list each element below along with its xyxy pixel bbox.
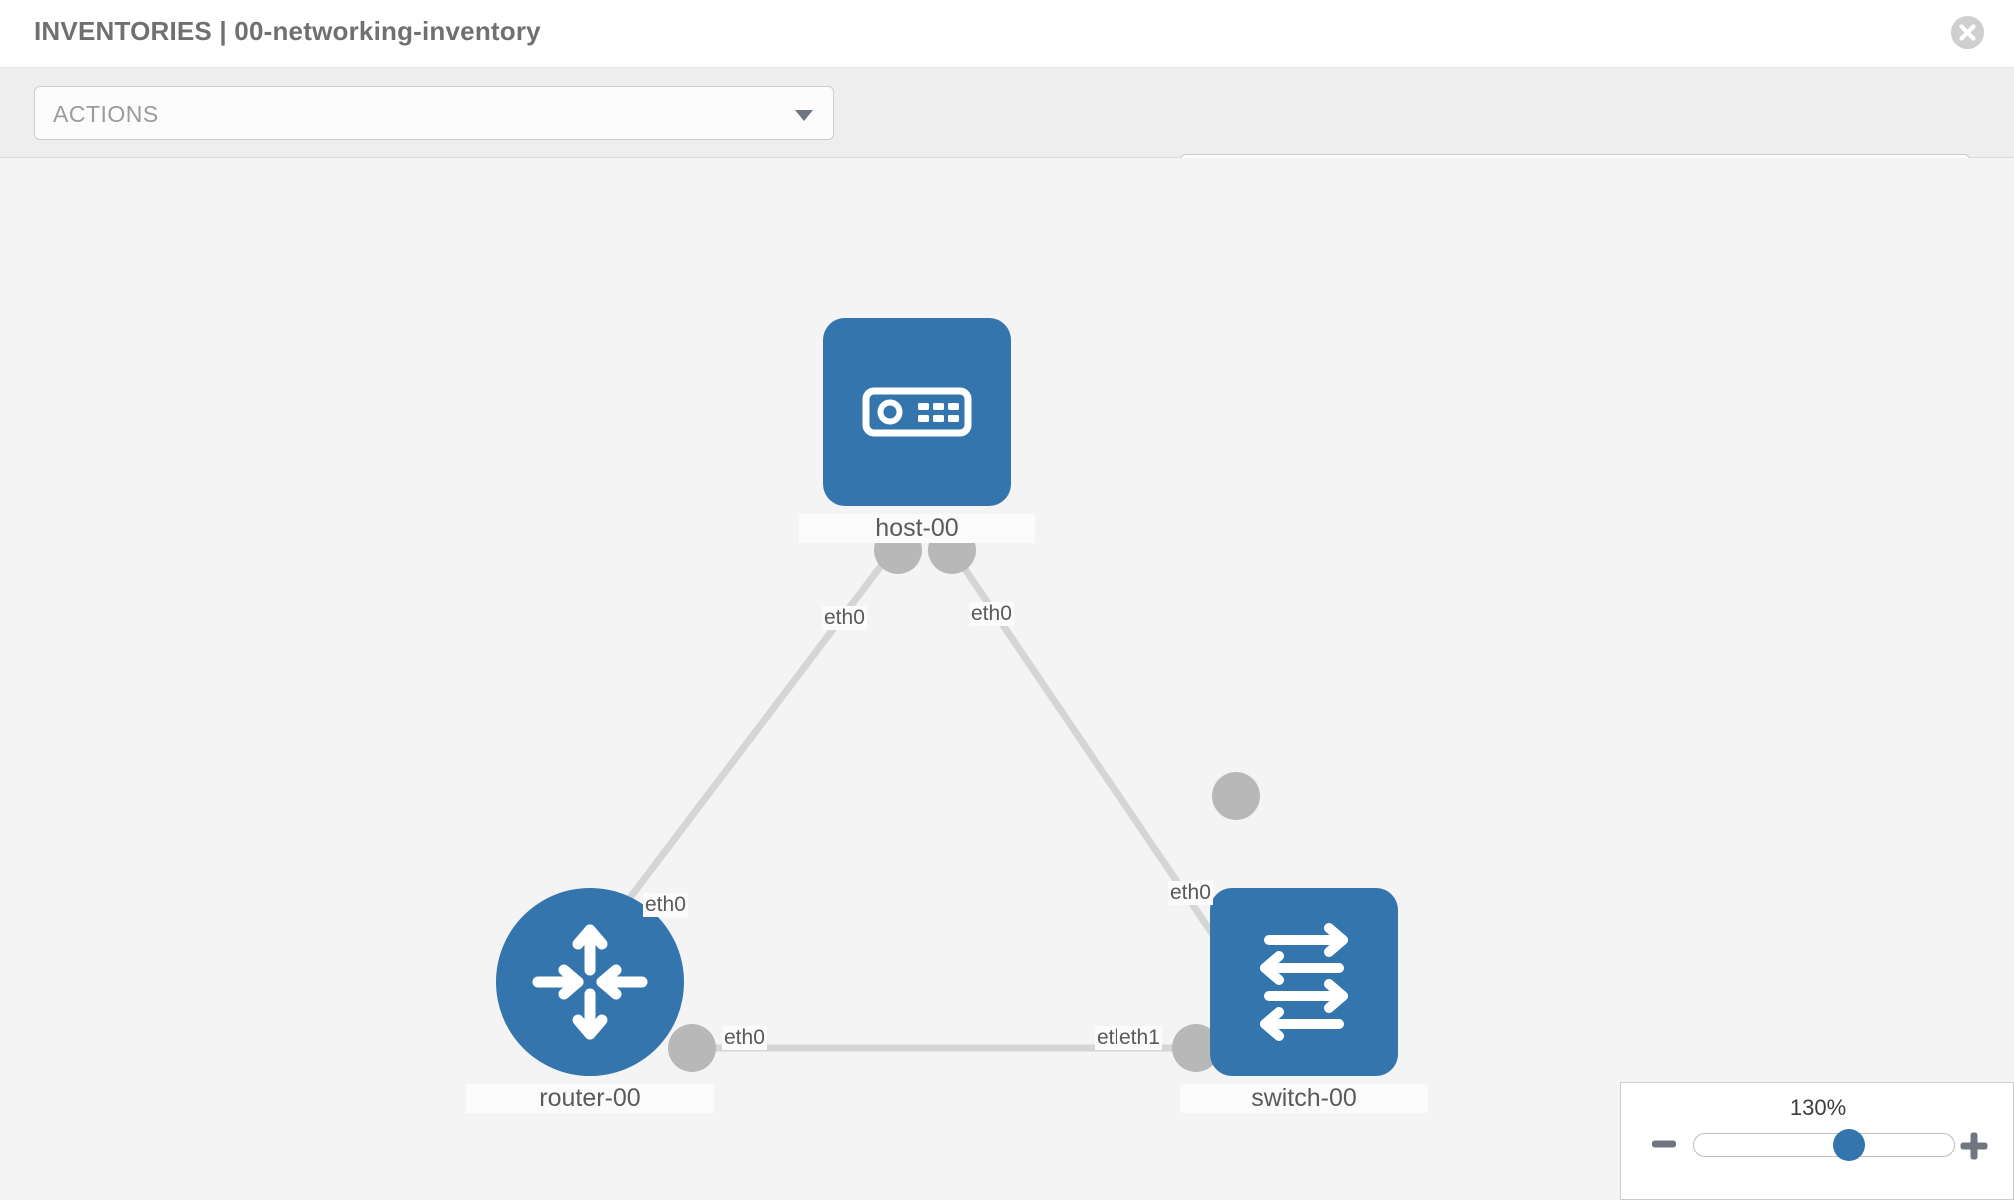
- minus-icon[interactable]: [1651, 1131, 1677, 1162]
- page-header: INVENTORIES | 00-networking-inventory: [0, 0, 2014, 68]
- edge-label: eth0: [722, 1026, 767, 1050]
- node-host-00[interactable]: host-00: [799, 318, 1035, 543]
- zoom-slider-thumb[interactable]: [1833, 1129, 1865, 1161]
- zoom-level-label: 130%: [1789, 1095, 1847, 1120]
- router-four-arrows-icon: [532, 924, 648, 1040]
- plus-icon[interactable]: [1959, 1131, 1989, 1166]
- edge-label: eth1: [1117, 1026, 1162, 1050]
- port-router-right: [668, 1024, 716, 1072]
- host-node-shape[interactable]: [823, 318, 1011, 506]
- edge-label: eth0: [822, 606, 867, 630]
- close-icon[interactable]: [1951, 16, 1984, 49]
- actions-dropdown[interactable]: ACTIONS: [34, 86, 834, 140]
- page-title: INVENTORIES | 00-networking-inventory: [34, 16, 541, 46]
- node-label-switch-00: switch-00: [1180, 1084, 1428, 1113]
- chevron-down-icon: [795, 110, 813, 121]
- topology-links: [589, 526, 1260, 1072]
- router-node-shape[interactable]: [496, 888, 684, 1076]
- node-label-host-00: host-00: [799, 514, 1035, 543]
- actions-dropdown-label: ACTIONS: [53, 101, 159, 127]
- node-router-00[interactable]: router-00: [466, 888, 714, 1113]
- edge-label: eth0: [969, 602, 1014, 626]
- edge-label: eth0: [643, 893, 688, 917]
- port-switch-left: [1172, 1024, 1220, 1072]
- server-appliance-icon: [862, 387, 972, 437]
- switch-alternating-arrows-icon: [1260, 923, 1348, 1041]
- port-switch-top: [1212, 772, 1260, 820]
- node-switch-00[interactable]: switch-00: [1180, 888, 1428, 1113]
- toolbar: ACTIONS SEARCH: [0, 68, 2014, 208]
- zoom-slider[interactable]: [1693, 1129, 1955, 1161]
- zoom-control-panel: 130%: [1620, 1082, 2014, 1200]
- topology-canvas[interactable]: host-00 router-00: [0, 158, 2014, 1200]
- switch-node-shape[interactable]: [1210, 888, 1398, 1076]
- node-label-router-00: router-00: [466, 1084, 714, 1113]
- edge-label: eth0: [1168, 881, 1213, 905]
